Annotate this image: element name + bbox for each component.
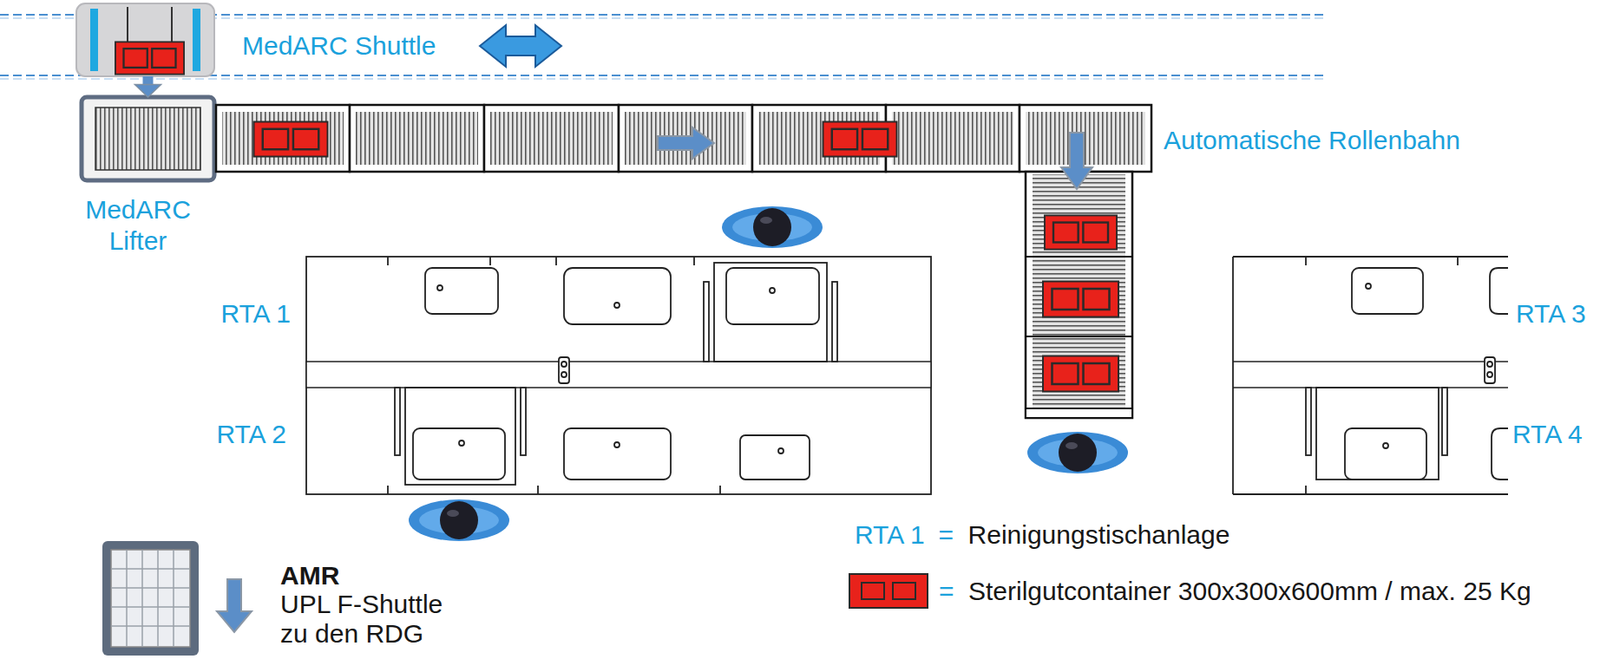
legend-text: Sterilgutcontainer 300x300x600mm / max. … (968, 576, 1532, 608)
equipment-node: AMRUPL F-Shuttle zu den RDG (102, 541, 199, 656)
node-label: RTA 1 (220, 298, 291, 330)
flow-arrow (657, 127, 1093, 190)
operator (721, 206, 823, 249)
equipment-node: MedARC Shuttle (76, 3, 215, 77)
node-label: MedARC Lifter (85, 194, 191, 257)
flow-arrow (135, 76, 162, 98)
equipment-node: RTA 3 (1232, 256, 1509, 375)
operator (1027, 432, 1128, 474)
swatch-cell (860, 582, 886, 601)
shuttle-symbol (76, 3, 215, 77)
equipment-node: RTA 2 (306, 374, 932, 495)
node-label: UPL F-Shuttle zu den RDG (280, 590, 467, 650)
equipment-node: RTA 4 (1232, 374, 1509, 495)
equipment-node: Automatische Rollenbahn (216, 104, 1152, 172)
node-label: Automatische Rollenbahn (1163, 124, 1461, 157)
legend-label: Reinigungstischanlage (968, 519, 1231, 551)
node-label: RTA 3 (1515, 298, 1587, 330)
equipment-node: RTA 1 (306, 256, 932, 375)
lifter-symbol (81, 97, 215, 181)
cleaning-table (306, 256, 1509, 495)
amr-vehicle (102, 541, 252, 656)
double-arrow (479, 25, 562, 67)
legend-label: = (938, 519, 955, 551)
legend-label: RTA 1 (854, 519, 925, 551)
operator (408, 499, 510, 542)
arrow-head (135, 85, 162, 98)
node-label: MedARC Shuttle (242, 30, 436, 62)
swatch-cell (891, 582, 917, 601)
legend-label: = (938, 576, 955, 608)
node-label: AMR (280, 560, 340, 592)
legend-swatch (848, 573, 929, 610)
arrow-shaft (143, 76, 154, 86)
equipment-node: MedARC Lifter (81, 97, 215, 181)
node-label: RTA 2 (216, 419, 287, 451)
node-label: RTA 4 (1512, 419, 1583, 451)
